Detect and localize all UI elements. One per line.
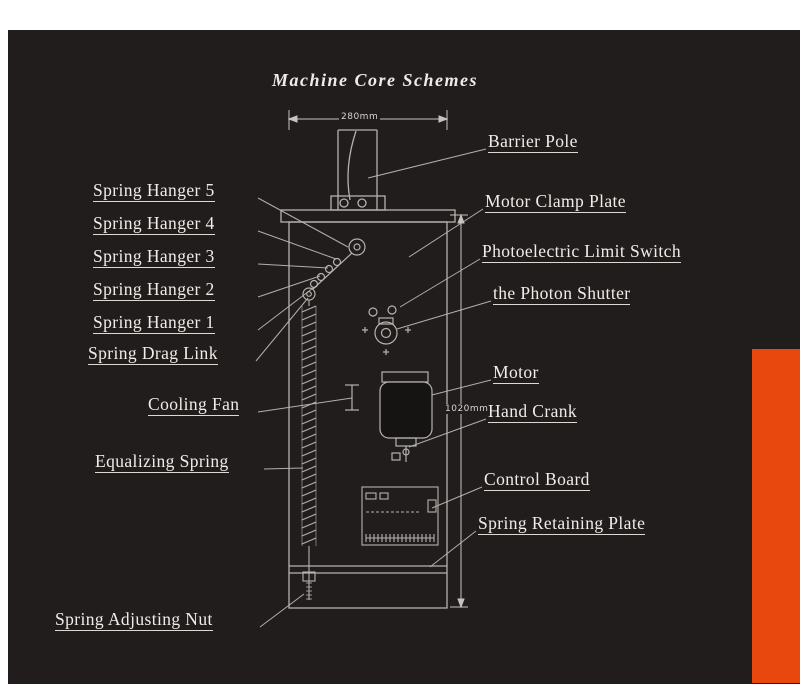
label-control-board: Control Board (484, 469, 590, 492)
label-photoelectric-limit-switch: Photoelectric Limit Switch (482, 241, 681, 264)
label-hand-crank: Hand Crank (488, 401, 578, 424)
label-spring-hanger-5: Spring Hanger 5 (93, 180, 215, 203)
label-spring-retaining-plate: Spring Retaining Plate (478, 513, 646, 536)
label-equalizing-spring: Equalizing Spring (95, 451, 229, 474)
width-dimension-label: 280mm (339, 112, 381, 122)
label-spring-hanger-4: Spring Hanger 4 (93, 213, 215, 236)
label-spring-hanger-3: Spring Hanger 3 (93, 246, 215, 269)
label-spring-hanger-2: Spring Hanger 2 (93, 279, 215, 302)
label-cooling-fan: Cooling Fan (148, 394, 240, 417)
label-barrier-pole: Barrier Pole (488, 131, 578, 154)
label-spring-adjusting-nut: Spring Adjusting Nut (55, 609, 213, 632)
label-the-photon-shutter: the Photon Shutter (493, 283, 631, 306)
height-dimension-label: 1020mm (443, 404, 491, 414)
label-spring-drag-link: Spring Drag Link (88, 343, 218, 366)
label-spring-hanger-1: Spring Hanger 1 (93, 312, 215, 335)
page-title: Machine Core Schemes (271, 70, 478, 90)
label-motor-clamp-plate: Motor Clamp Plate (485, 191, 626, 214)
label-motor: Motor (493, 362, 539, 385)
orange-accent-block (752, 349, 800, 683)
